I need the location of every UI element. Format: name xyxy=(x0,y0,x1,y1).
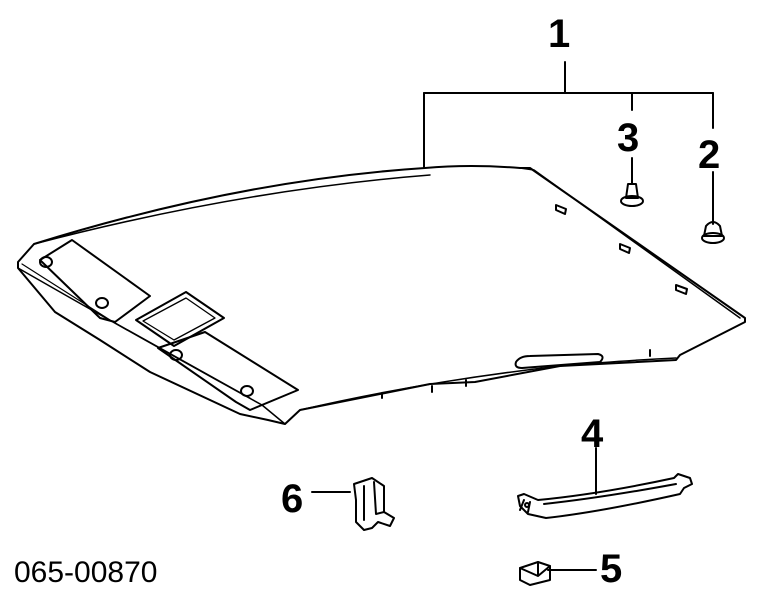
callout-number-6: 6 xyxy=(281,477,304,521)
headliner-panel xyxy=(17,165,746,425)
holder-part-6 xyxy=(311,477,395,531)
clip-part-2 xyxy=(701,171,725,244)
diagram-part-number: 065-00870 xyxy=(14,556,158,589)
clip-part-3 xyxy=(620,157,644,207)
assist-grip-part-4 xyxy=(517,447,693,519)
callout-number-5: 5 xyxy=(600,547,623,591)
cap-part-5 xyxy=(519,561,597,586)
callout-1-bracket xyxy=(423,61,714,169)
callout-number-2: 2 xyxy=(698,133,721,177)
callout-number-4: 4 xyxy=(581,412,604,456)
callout-number-1: 1 xyxy=(548,12,571,56)
callout-number-3: 3 xyxy=(617,116,640,160)
